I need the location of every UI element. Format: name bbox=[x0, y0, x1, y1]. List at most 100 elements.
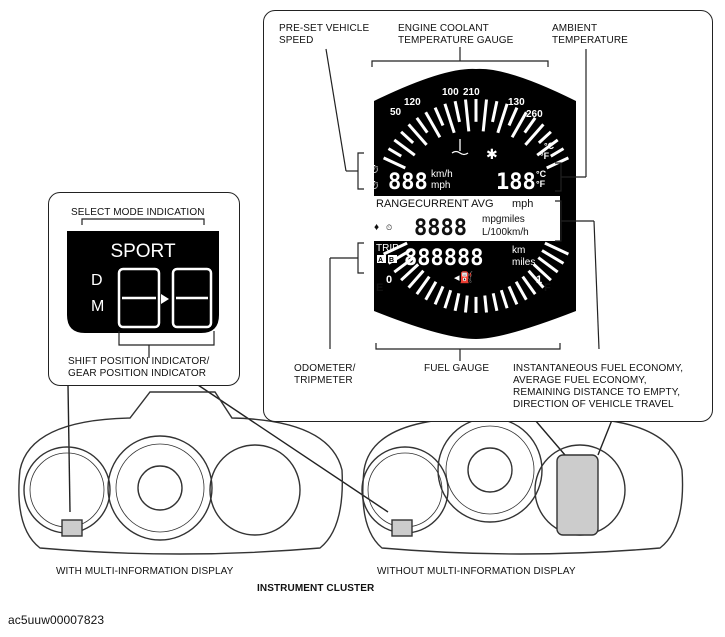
gauge-tick bbox=[415, 275, 431, 295]
speed-digits: 888 bbox=[388, 170, 428, 195]
odo-unit-km: km bbox=[512, 245, 525, 256]
trip-b: B bbox=[389, 257, 394, 264]
fuel-economy-label-line2: AVERAGE FUEL ECONOMY, bbox=[513, 375, 647, 386]
gauge-tick bbox=[443, 289, 453, 309]
scale-130: 130 bbox=[508, 97, 525, 108]
sport-indicator: SPORT bbox=[110, 241, 176, 262]
scale-50: 50 bbox=[390, 107, 402, 118]
gauge-tick bbox=[382, 156, 406, 170]
gauge-tick bbox=[496, 103, 509, 134]
gauge-tick bbox=[400, 263, 420, 282]
gauge-tick bbox=[481, 99, 488, 132]
coolant-label-line2: TEMPERATURE GAUGE bbox=[398, 35, 514, 46]
ambient-unit-c: °C bbox=[536, 169, 547, 179]
gauge-tick bbox=[433, 106, 445, 127]
odometer-digits: 888888 bbox=[404, 246, 483, 271]
speed-unit-kmh: km/h bbox=[431, 169, 453, 180]
gauge-tick bbox=[424, 281, 438, 301]
gauge-tick bbox=[507, 285, 519, 306]
unit-c-top: °C bbox=[544, 141, 555, 151]
shift-indicator-callout: SPORT D M SELECT MODE INDICATION SHIFT P… bbox=[48, 192, 240, 386]
gauge-tick bbox=[499, 289, 509, 309]
gauge-tick bbox=[491, 100, 499, 123]
fuel-gauge-ticks bbox=[382, 241, 570, 313]
direction-icon: ♦ bbox=[374, 222, 379, 233]
scale-120: 120 bbox=[404, 97, 421, 108]
odometer-label-line1: ODOMETER/ bbox=[294, 363, 356, 374]
gauge-tick bbox=[514, 281, 528, 301]
snowflake-icon: ✱ bbox=[486, 146, 498, 162]
ambient-temp-digits: 188 bbox=[496, 170, 536, 195]
gauge-tick bbox=[393, 256, 415, 274]
without-mid-caption: WITHOUT MULTI-INFORMATION DISPLAY bbox=[377, 566, 576, 577]
trip-a: A bbox=[378, 257, 383, 264]
fuel-gauge-label: FUEL GAUGE bbox=[424, 363, 490, 374]
figure-code: ac5uuw00007823 bbox=[8, 613, 105, 627]
odometer-label-line2: TRIPMETER bbox=[294, 375, 353, 386]
fuel-f: F bbox=[544, 282, 551, 294]
ambient-label-line2: TEMPERATURE bbox=[552, 35, 628, 46]
gauge-tick bbox=[415, 117, 429, 134]
shift-display-svg: SPORT D M bbox=[67, 218, 219, 358]
fuel-economy-label-line4: DIRECTION OF VEHICLE TRAVEL bbox=[513, 399, 674, 410]
fuel-economy-icon: ⏲ bbox=[386, 223, 392, 232]
gauge-tick bbox=[433, 285, 445, 306]
gauge-tick bbox=[536, 138, 559, 157]
gauge-tick bbox=[407, 123, 428, 146]
gauge-tick bbox=[521, 275, 537, 295]
gauge-tick bbox=[453, 292, 461, 312]
gauge-tick bbox=[464, 295, 469, 313]
gauge-tick bbox=[507, 106, 519, 127]
gauge-tick bbox=[523, 117, 537, 134]
meter-display-svg: 50 120 100 210 130 260 °C °F ✱ ⏱ ⏱ 888 k… bbox=[325, 47, 600, 361]
scale-260: 260 bbox=[526, 109, 543, 120]
odo-unit-miles: miles bbox=[512, 257, 535, 268]
cluster-with-mid bbox=[18, 391, 344, 555]
range-current-avg: RANGECURRENT AVG bbox=[376, 198, 494, 210]
gauge-tick bbox=[464, 99, 471, 132]
economy-digits: 8888 bbox=[414, 216, 467, 241]
select-mode-label: SELECT MODE INDICATION bbox=[71, 207, 205, 218]
coolant-thermometer-icon bbox=[451, 139, 469, 156]
gauge-tick bbox=[532, 263, 552, 282]
gauge-tick bbox=[541, 249, 565, 265]
preset-speed-label-line2: SPEED bbox=[279, 35, 314, 46]
gauge-tick bbox=[407, 269, 425, 289]
gauge-tick bbox=[527, 269, 545, 289]
ambient-label-line1: AMBIENT bbox=[552, 23, 598, 34]
with-mid-caption: WITH MULTI-INFORMATION DISPLAY bbox=[56, 566, 234, 577]
shift-letter-d: D bbox=[91, 272, 103, 289]
ambient-unit-f: °F bbox=[536, 179, 546, 189]
speed-unit-mph: mph bbox=[431, 180, 450, 191]
unit-f-top: °F bbox=[540, 151, 550, 161]
coolant-label-line1: ENGINE COOLANT bbox=[398, 23, 489, 34]
scale-210: 210 bbox=[463, 87, 480, 98]
gauge-tick bbox=[453, 100, 461, 123]
gauge-tick bbox=[387, 147, 402, 158]
fuel-one: 1 bbox=[536, 274, 542, 286]
coolant-gauge-ticks bbox=[382, 99, 570, 170]
gauge-tick bbox=[550, 147, 565, 158]
shift-letter-m: M bbox=[91, 298, 104, 315]
gauge-tick bbox=[382, 241, 408, 256]
fuel-e: E bbox=[376, 282, 383, 294]
meter-display-callout: 50 120 100 210 130 260 °C °F ✱ ⏱ ⏱ 888 k… bbox=[263, 10, 713, 422]
gauge-tick bbox=[510, 111, 528, 139]
fuel-economy-label-line1: INSTANTANEOUS FUEL ECONOMY, bbox=[513, 363, 684, 374]
shift-position-label-line2: GEAR POSITION INDICATOR bbox=[68, 368, 207, 379]
econ-unit-mpg: mpgmiles bbox=[482, 214, 525, 225]
gauge-tick bbox=[544, 241, 570, 256]
shift-position-label-line1: SHIFT POSITION INDICATOR/ bbox=[68, 356, 210, 367]
gauge-tick bbox=[524, 123, 545, 146]
speed-limiter-icon: ⏱ bbox=[370, 164, 379, 176]
instrument-cluster-title: INSTRUMENT CLUSTER bbox=[257, 583, 375, 594]
gauge-tick bbox=[443, 103, 456, 134]
gauge-tick bbox=[537, 130, 552, 145]
fuel-zero: 0 bbox=[386, 274, 392, 286]
trip-label: TRIP bbox=[376, 243, 399, 254]
cluster-without-mid bbox=[361, 404, 684, 555]
econ-unit-l100: L/100km/h bbox=[482, 227, 529, 238]
gauge-tick bbox=[400, 130, 415, 145]
fuel-economy-label-line3: REMAINING DISTANCE TO EMPTY, bbox=[513, 387, 681, 398]
